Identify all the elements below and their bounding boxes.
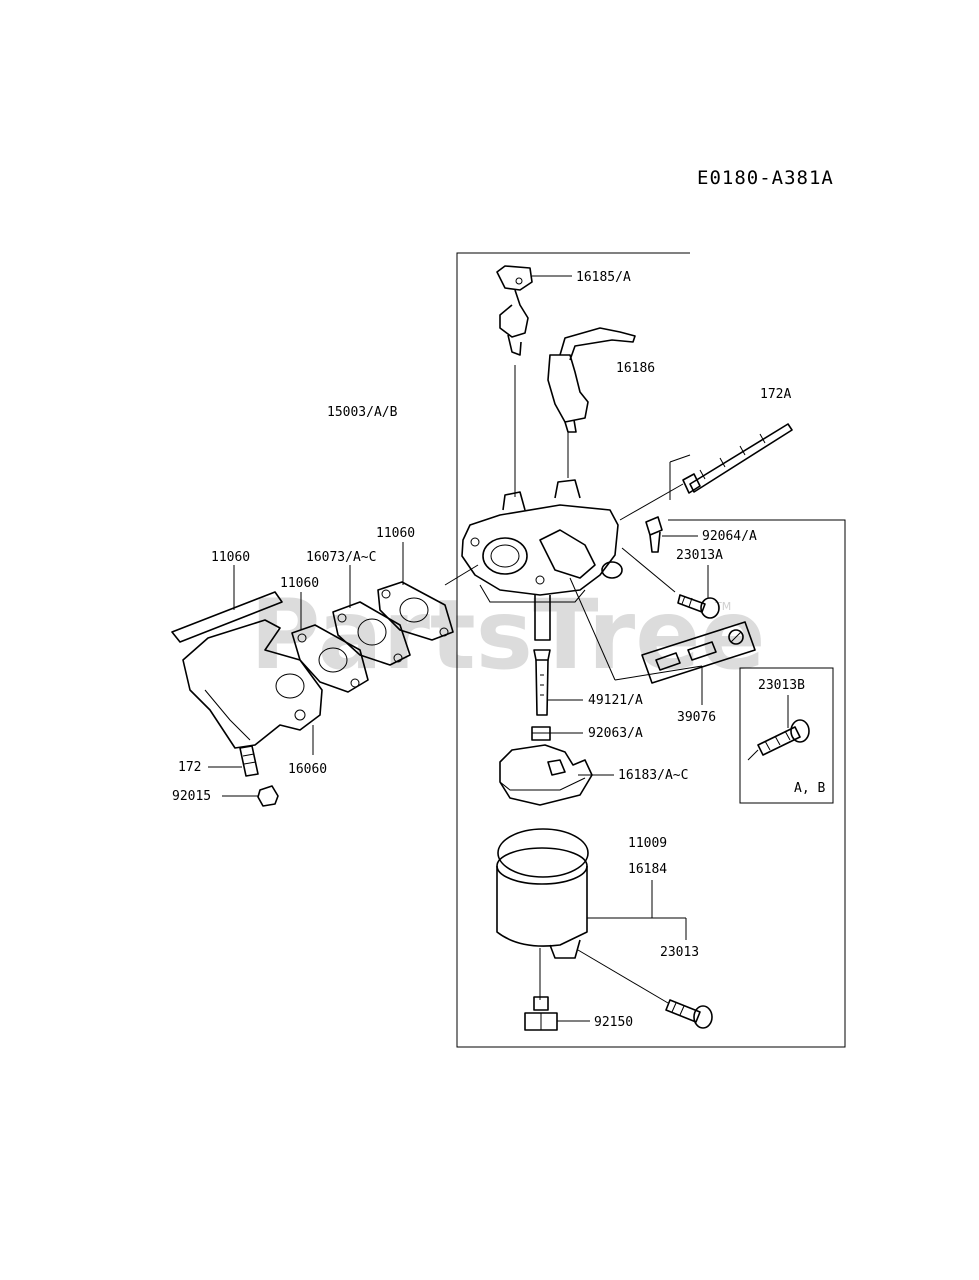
- label-23013b: 23013B: [758, 678, 805, 693]
- gasket-11060-left-drawing: [171, 591, 283, 643]
- throttle-shaft-drawing: [547, 327, 636, 433]
- label-39076: 39076: [677, 710, 716, 725]
- choke-lever-drawing: [496, 265, 533, 356]
- label-15003-a-b: 15003/A/B: [327, 405, 398, 420]
- label-92064-a: 92064/A: [702, 529, 757, 544]
- label-49121-a: 49121/A: [588, 693, 643, 708]
- diagram-code: E0180-A381A: [697, 167, 834, 189]
- label-16183-a-c: 16183/A~C: [618, 768, 688, 783]
- float-bowl-drawing: [496, 847, 588, 1000]
- pilot-jet-kit-drawing: [641, 621, 756, 684]
- label-16186: 16186: [616, 361, 655, 376]
- label-variant-a-b: A, B: [794, 781, 825, 796]
- label-16060: 16060: [288, 762, 327, 777]
- label-16184: 16184: [628, 862, 667, 877]
- intake-manifold-drawing: [182, 619, 323, 749]
- label-16073-a-c: 16073/A~C: [306, 550, 376, 565]
- pilot-screw-drawing: [645, 516, 663, 553]
- label-92150: 92150: [594, 1015, 633, 1030]
- stud-172-drawing: [239, 745, 259, 777]
- label-11060-mid: 11060: [280, 576, 319, 591]
- label-172a: 172A: [760, 387, 791, 402]
- label-11060-right: 11060: [376, 526, 415, 541]
- label-16185-a: 16185/A: [576, 270, 631, 285]
- screw-a-drawing: [677, 594, 720, 619]
- bowl-screw-drawing: [665, 999, 713, 1029]
- leader-lines: [208, 275, 789, 1022]
- label-23013a: 23013A: [676, 548, 723, 563]
- long-stud-drawing: [682, 423, 793, 494]
- main-jet-drawing: [533, 649, 551, 716]
- variant-box-frame: [739, 667, 834, 804]
- gasket-11060-right-drawing: [377, 581, 454, 641]
- assembly-frame: [456, 252, 846, 1048]
- nozzle-drawing: [531, 726, 551, 741]
- screw-b-drawing: [747, 719, 810, 761]
- insulator-16073-drawing: [332, 601, 411, 666]
- part-labels: 16185/A 16186 172A 15003/A/B 92064/A 230…: [172, 270, 825, 1030]
- nut-92015-drawing: [257, 785, 279, 807]
- label-11060-left: 11060: [211, 550, 250, 565]
- label-92063-a: 92063/A: [588, 726, 643, 741]
- label-11009: 11009: [628, 836, 667, 851]
- drain-bolt-drawing: [524, 996, 558, 1031]
- float-drawing: [499, 744, 593, 806]
- watermark: PartsTree TM: [250, 579, 765, 691]
- bowl-gasket-drawing: [497, 828, 589, 878]
- label-92015: 92015: [172, 789, 211, 804]
- label-23013: 23013: [660, 945, 699, 960]
- label-172: 172: [178, 760, 201, 775]
- watermark-text: PartsTree: [250, 579, 765, 691]
- carburetor-body-drawing: [461, 479, 623, 641]
